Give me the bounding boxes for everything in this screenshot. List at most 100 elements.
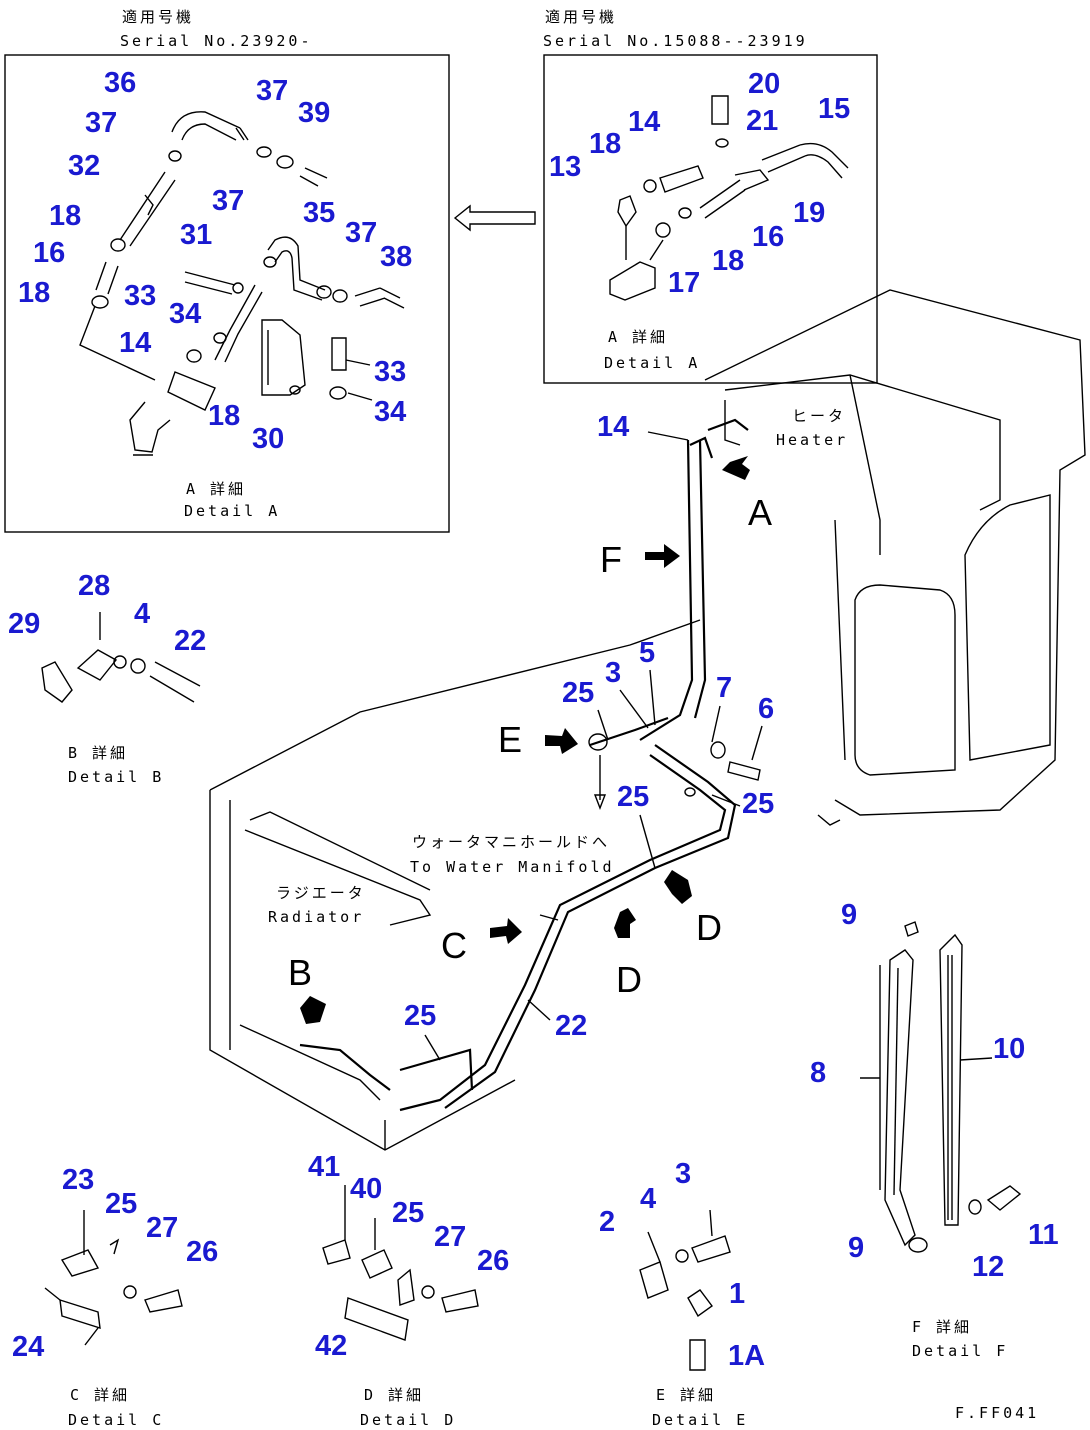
detail-e-en: Detail E	[652, 1411, 748, 1429]
right-detail-a-frame	[543, 54, 878, 384]
detail-c-jp: C 詳細	[70, 1386, 130, 1404]
detail-f-en: Detail F	[912, 1342, 1008, 1360]
view-arrow-d-upper	[664, 870, 692, 904]
detail-f-parts	[860, 921, 1022, 1253]
main-fittings	[539, 733, 761, 921]
callout-13: 13	[549, 151, 581, 183]
callout-41: 41	[308, 1151, 340, 1183]
callout-42: 42	[315, 1330, 347, 1362]
callout-20: 20	[748, 68, 780, 100]
callout-2: 2	[599, 1206, 615, 1238]
callout-23: 23	[62, 1164, 94, 1196]
detail-d-en: Detail D	[360, 1411, 456, 1429]
right-header-serial: Serial No.15088--23919	[543, 32, 808, 50]
radiator-label-en: Radiator	[268, 908, 364, 926]
callout-3: 3	[675, 1158, 691, 1190]
callout-9: 9	[841, 899, 857, 931]
heater-label-jp: ヒータ	[792, 407, 846, 425]
callout-16: 16	[33, 237, 65, 269]
callout-22: 22	[174, 625, 206, 657]
view-letter-c: C	[441, 925, 467, 966]
left-detail-a-parts	[79, 111, 405, 456]
detail-f-jp: F 詳細	[912, 1318, 972, 1336]
callout-25: 25	[617, 781, 649, 813]
right-detail-a-en: Detail A	[604, 354, 700, 372]
view-arrow-a	[722, 456, 750, 480]
callout-30: 30	[252, 423, 284, 455]
detail-b-jp: B 詳細	[68, 744, 128, 762]
figure-code: F.FF041	[955, 1404, 1039, 1422]
view-letter-b: B	[288, 952, 312, 993]
view-arrow-b	[300, 996, 326, 1024]
right-detail-a-parts	[609, 95, 849, 301]
callout-12: 12	[972, 1251, 1004, 1283]
callout-18: 18	[208, 400, 240, 432]
view-letter-d: D	[616, 959, 642, 1000]
callout-16: 16	[752, 221, 784, 253]
detail-c-en: Detail C	[68, 1411, 164, 1429]
callout-4: 4	[640, 1183, 656, 1215]
left-detail-a-en: Detail A	[184, 502, 280, 520]
callout-37: 37	[212, 185, 244, 217]
callout-25: 25	[392, 1197, 424, 1229]
detail-b-parts	[41, 612, 201, 703]
cab-outline	[704, 289, 1086, 826]
left-header-jp: 適用号機	[122, 8, 194, 26]
callout-38: 38	[380, 241, 412, 273]
view-arrow-e	[545, 728, 578, 754]
callout-18: 18	[49, 200, 81, 232]
callout-4: 4	[134, 598, 150, 630]
detail-b-en: Detail B	[68, 768, 164, 786]
view-letter-d: D	[696, 907, 722, 948]
detail-d-parts	[322, 1185, 479, 1341]
heater-label-en: Heater	[776, 431, 848, 449]
callout-11: 11	[1028, 1219, 1059, 1251]
callout-18: 18	[589, 128, 621, 160]
callout-26: 26	[477, 1245, 509, 1277]
callout-6: 6	[758, 693, 774, 725]
callout-8: 8	[810, 1057, 826, 1089]
callout-1a: 1A	[728, 1340, 765, 1372]
callout-14: 14	[119, 327, 151, 359]
callout-7: 7	[716, 672, 732, 704]
water-manifold-en: To Water Manifold	[410, 858, 615, 876]
callout-33: 33	[374, 356, 406, 388]
view-letter-e: E	[498, 719, 522, 760]
right-detail-a-jp: A 詳細	[608, 328, 668, 346]
callout-22: 22	[555, 1010, 587, 1042]
right-header-jp: 適用号機	[545, 8, 617, 26]
callout-25: 25	[404, 1000, 436, 1032]
view-arrow-f	[645, 544, 680, 568]
callout-31: 31	[180, 219, 212, 251]
detail-d-jp: D 詳細	[364, 1386, 424, 1404]
radiator-label-jp: ラジエータ	[276, 884, 366, 902]
callout-27: 27	[146, 1212, 178, 1244]
callout-26: 26	[186, 1236, 218, 1268]
callout-25: 25	[562, 677, 594, 709]
callout-28: 28	[78, 570, 110, 602]
callout-10: 10	[993, 1033, 1025, 1065]
left-header-serial: Serial No.23920-	[120, 32, 313, 50]
detail-c-parts	[44, 1210, 183, 1346]
callout-17: 17	[668, 267, 700, 299]
callout-37: 37	[256, 75, 288, 107]
callout-18: 18	[712, 245, 744, 277]
callout-34: 34	[169, 298, 201, 330]
callout-9: 9	[848, 1232, 864, 1264]
water-manifold-jp: ウォータマニホールドへ	[412, 833, 610, 851]
callout-35: 35	[303, 197, 335, 229]
view-letter-f: F	[600, 539, 622, 580]
callout-18: 18	[18, 277, 50, 309]
detail-e-parts	[639, 1209, 731, 1371]
radiator-outline	[209, 619, 701, 1151]
left-detail-a-frame	[4, 54, 450, 533]
callout-40: 40	[350, 1173, 382, 1205]
view-arrow-c	[490, 918, 522, 944]
callout-5: 5	[639, 637, 655, 669]
callout-19: 19	[793, 197, 825, 229]
callout-32: 32	[68, 150, 100, 182]
view-arrows	[300, 456, 750, 1024]
callout-33: 33	[124, 280, 156, 312]
